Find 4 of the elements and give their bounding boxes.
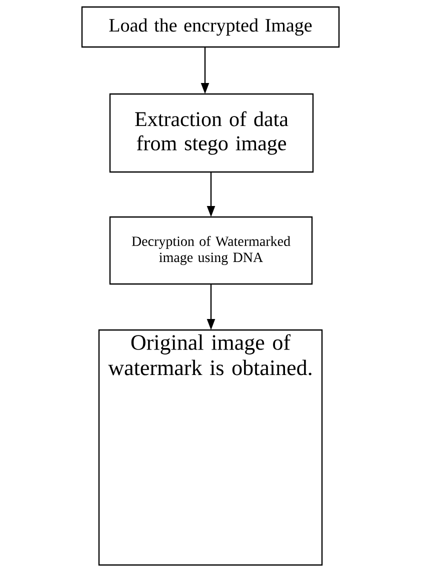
process-box: Decryption of Watermarked image using DNA <box>109 216 313 285</box>
process-box: Load the encrypted Image <box>81 6 340 48</box>
process-box: Original image of watermark is obtained. <box>98 329 323 566</box>
process-box: Extraction of data from stego image <box>109 93 314 173</box>
